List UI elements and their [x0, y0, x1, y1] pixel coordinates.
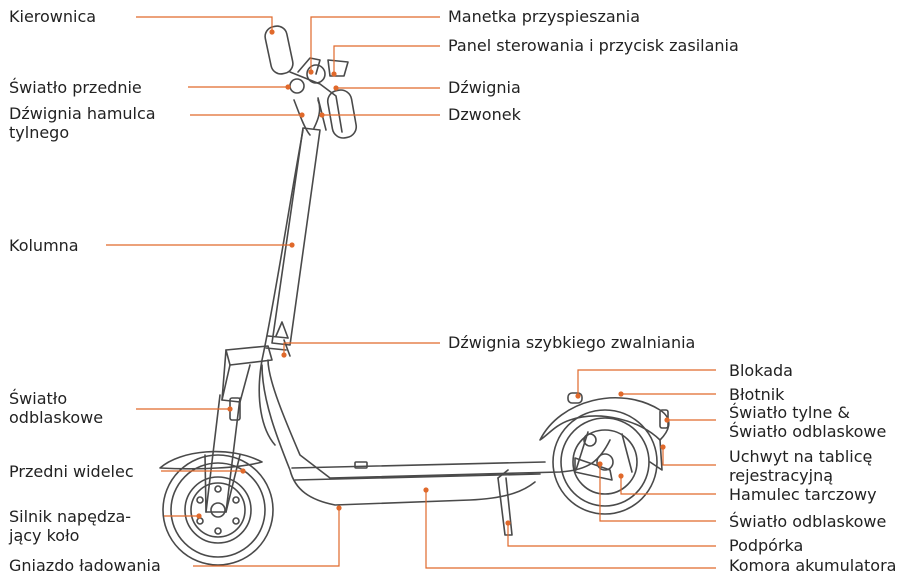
label-dashboard: Panel sterowania i przycisk zasilania [448, 36, 739, 55]
leader-reflector-rear [599, 466, 716, 522]
scooter-drawing [159, 25, 670, 566]
label-rear-brake-lever: Dźwignia hamulca tylnego [9, 104, 156, 142]
leader-lines [106, 16, 716, 569]
label-throttle: Manetka przyspieszania [448, 7, 641, 26]
rear-fender [539, 392, 670, 471]
label-mudguard: Błotnik [729, 385, 785, 404]
kickstand [497, 469, 513, 536]
label-handlebar: Kierownica [9, 7, 97, 26]
label-lever: Dźwignia [448, 78, 521, 97]
leader-disc-brake [620, 478, 716, 495]
deck [261, 359, 611, 506]
leader-throttle [310, 16, 440, 70]
label-plate-holder: Uchwyt na tablicę rejestracyjną [729, 447, 873, 485]
leader-kickstand [507, 525, 716, 547]
label-stem: Kolumna [9, 236, 79, 255]
label-battery: Komora akumulatora [729, 556, 897, 575]
rear-wheel [552, 409, 658, 515]
front-wheel [162, 454, 274, 566]
label-lock: Blokada [729, 361, 793, 380]
front-fork [159, 394, 263, 513]
label-tail-light: Światło tylne & Światło odblaskowe [729, 403, 887, 441]
label-disc-brake: Hamulec tarczowy [729, 485, 877, 504]
label-front-fork: Przedni widelec [9, 462, 134, 481]
label-reflector-rear: Światło odblaskowe [729, 512, 887, 531]
label-kickstand: Podpórka [729, 536, 804, 555]
rear-brake [574, 433, 613, 481]
leader-charging [193, 510, 340, 567]
leader-quick-release [283, 342, 440, 353]
callout-dots [196, 29, 670, 526]
leader-battery [425, 492, 716, 569]
label-quick-release: Dźwignia szybkiego zwalniania [448, 333, 696, 352]
leader-plate-holder [662, 449, 716, 466]
label-reflector-left: Światło odblaskowe [9, 389, 104, 427]
label-charging-port: Gniazdo ładowania [9, 556, 161, 575]
leader-handlebar [136, 16, 273, 30]
label-bell: Dzwonek [448, 105, 521, 124]
leader-lock [577, 369, 716, 394]
stem-column [258, 127, 321, 446]
label-front-light: Światło przednie [9, 78, 142, 97]
label-hub-motor: Silnik napędza- jący koło [9, 507, 132, 545]
headset [221, 345, 273, 421]
leader-dashboard [333, 45, 440, 72]
